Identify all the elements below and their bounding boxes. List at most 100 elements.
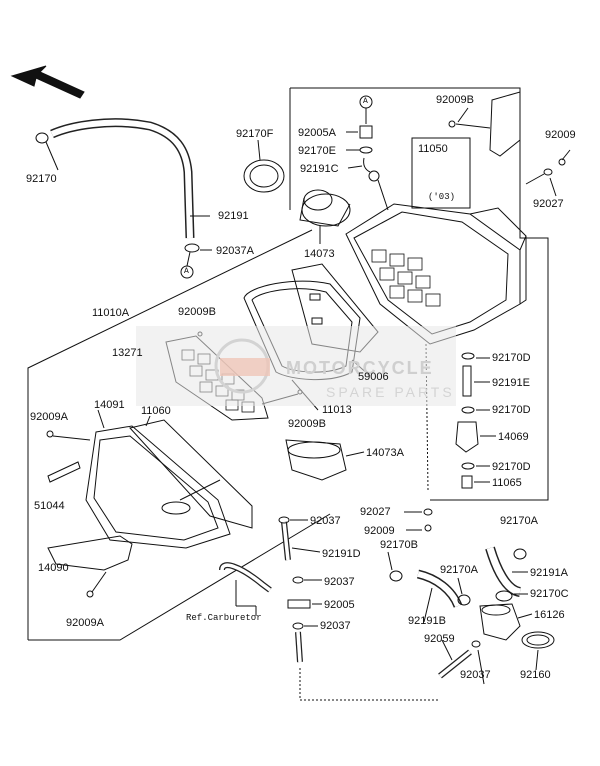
clip-92037-4: [471, 640, 481, 648]
label-11013: 11013: [322, 404, 352, 416]
label-92191C: 92191C: [300, 163, 339, 175]
cleaner-group-outline-bottom: [28, 513, 331, 641]
fitting-92005A: [359, 125, 373, 139]
clamp-92170A-1: [513, 548, 527, 560]
label-92009B-top: 92009B: [436, 94, 474, 106]
label-92170F: 92170F: [236, 128, 274, 140]
label-92037-2: 92037: [324, 576, 355, 588]
callout-a-top-label: A: [363, 97, 368, 106]
clamp-92170: [35, 132, 49, 144]
clip-92037A: [184, 243, 200, 253]
ref-carburetor-note: Ref.Carburetor: [186, 613, 262, 623]
washer-92027-right: [543, 168, 553, 176]
label-92170: 92170: [26, 173, 57, 185]
label-14090: 14090: [38, 562, 69, 574]
label-92170E: 92170E: [298, 145, 336, 157]
screw-92009A-bot: [86, 590, 94, 598]
watermark-line1: MOTORCYCLE: [286, 358, 434, 378]
label-92191: 92191: [218, 210, 249, 222]
clip-92037-1: [278, 516, 290, 524]
label-92170A-2: 92170A: [440, 564, 478, 576]
watermark-line2: SPARE PARTS: [326, 384, 455, 400]
label-92009-right: 92009: [545, 129, 576, 141]
elbow-fitting: [368, 170, 380, 182]
label-92170C: 92170C: [530, 588, 569, 600]
washer-92027-bot: [423, 508, 433, 516]
label-92005: 92005: [324, 599, 355, 611]
label-92009A-top: 92009A: [30, 411, 68, 423]
label-92037-1: 92037: [310, 515, 341, 527]
bracket-92009B: [489, 91, 521, 157]
clamp-92170A-2: [457, 594, 471, 606]
clip-92170D-1: [461, 352, 475, 360]
boot-14073A: [285, 439, 347, 481]
label-92191E: 92191E: [492, 377, 530, 389]
valve-14069: [455, 421, 479, 453]
label-92170D-3: 92170D: [492, 461, 531, 473]
label-92170D-1: 92170D: [492, 352, 531, 364]
valve-16126: [479, 603, 521, 641]
label-11050: 11050: [418, 143, 448, 155]
clamp-92170C: [495, 590, 513, 602]
bolt-92009-bot: [424, 524, 432, 532]
bolt-51044: [47, 461, 81, 483]
label-92191B: 92191B: [408, 615, 446, 627]
label-92005A: 92005A: [298, 127, 336, 139]
airbox-housing: [345, 203, 521, 345]
front-direction-arrow: [10, 65, 85, 99]
airbox-group-outline: [290, 87, 549, 501]
label-92170D-2: 92170D: [492, 404, 531, 416]
hose-92191: [50, 118, 195, 239]
label-92027-right: 92027: [533, 198, 564, 210]
year-note: ('03): [428, 192, 456, 202]
label-92170B: 92170B: [380, 539, 418, 551]
ring-92160: [521, 631, 555, 649]
label-92160: 92160: [520, 669, 551, 681]
plate-11060: [129, 419, 253, 529]
label-92059: 92059: [424, 633, 455, 645]
label-14073A: 14073A: [366, 447, 404, 459]
label-92009A-bot: 92009A: [66, 617, 104, 629]
cap-11065: [461, 475, 473, 489]
label-13271: 13271: [112, 347, 143, 359]
clip-92037-3: [292, 622, 304, 630]
screw-92009A-top: [46, 430, 54, 438]
clamp-92170B: [389, 570, 403, 582]
label-92037-4: 92037: [460, 669, 491, 681]
clip-92170D-3: [461, 462, 475, 470]
label-92170A-1: 92170A: [500, 515, 538, 527]
label-92009-bot: 92009: [364, 525, 395, 537]
label-92191D: 92191D: [322, 548, 361, 560]
label-51044: 51044: [34, 500, 65, 512]
case-14091: [85, 425, 231, 549]
label-14073: 14073: [304, 248, 335, 260]
label-92191A: 92191A: [530, 567, 568, 579]
watermark-globe-icon: [214, 338, 270, 394]
bracket-14090: [47, 535, 133, 571]
label-11010A: 11010A: [92, 307, 130, 319]
label-11065: 11065: [492, 477, 522, 489]
clip-92170D-2: [461, 406, 475, 414]
label-59006: 59006: [358, 371, 389, 383]
year-note-box: [411, 137, 471, 209]
cleaner-group-outline: [27, 229, 313, 640]
label-92037A: 92037A: [216, 245, 254, 257]
tube-92191E: [462, 365, 472, 397]
hose-92191C: [363, 157, 371, 173]
callout-a-left-label: A: [184, 267, 189, 276]
label-92027-bot: 92027: [360, 506, 391, 518]
airbox-grille: [371, 249, 441, 307]
fitting-92005: [287, 599, 311, 609]
label-14069: 14069: [498, 431, 529, 443]
label-11060: 11060: [141, 405, 171, 417]
label-92037-3: 92037: [320, 620, 351, 632]
watermark: MOTORCYCLE SPARE PARTS: [136, 326, 456, 406]
label-14091: 14091: [94, 399, 125, 411]
label-16126: 16126: [534, 609, 565, 621]
label-92009B-mid: 92009B: [288, 418, 326, 430]
label-92009B-left: 92009B: [178, 306, 216, 318]
clip-92170E: [359, 146, 373, 154]
clip-92037-2: [292, 576, 304, 584]
